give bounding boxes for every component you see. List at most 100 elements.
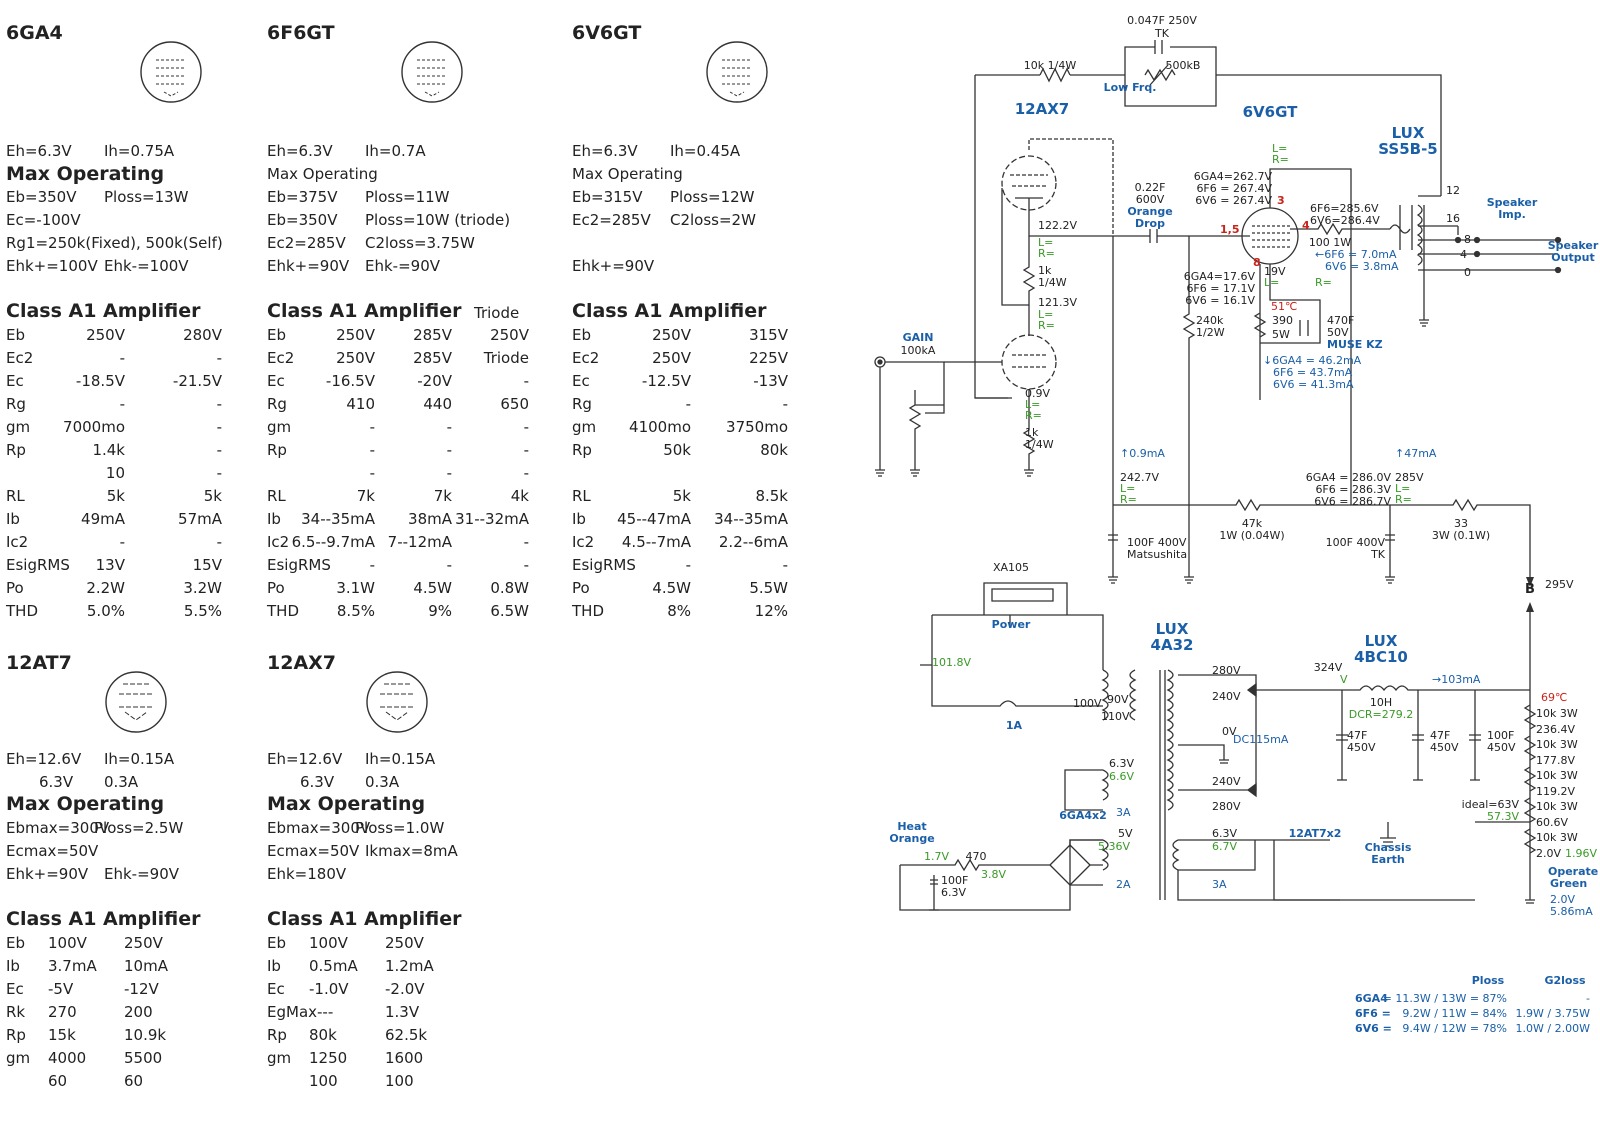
spec-line-value: 0.3A	[104, 773, 139, 791]
schematic-label: B	[1525, 582, 1535, 597]
cell-value: 100	[309, 1072, 338, 1090]
cell-value: 440	[423, 395, 452, 413]
schematic-label: 47k	[1242, 517, 1263, 530]
row-label: Ic2	[572, 533, 595, 551]
cell-value: -18.5V	[75, 372, 125, 390]
tube-name: 12AT7	[6, 652, 72, 674]
schematic-label: 1.7V	[924, 850, 949, 863]
cell-value: -	[216, 441, 222, 459]
cell-value: -	[216, 349, 222, 367]
schematic-label: 240V	[1212, 775, 1241, 788]
cell-value: 7000mo	[63, 418, 125, 436]
cell-value: 1.3V	[385, 1003, 420, 1021]
cell-value: -	[523, 533, 529, 551]
cell-value: -	[369, 441, 375, 459]
spec-line: Max Operating	[267, 793, 426, 815]
spec-line: 6.3V	[39, 773, 74, 791]
tube-name: 6V6GT	[572, 22, 642, 44]
cell-value: -	[216, 418, 222, 436]
schematic-label: 5W	[1272, 328, 1290, 341]
cell-value: 285V	[413, 349, 452, 367]
schematic-label: 177.8V	[1536, 754, 1575, 767]
row-label: Eb	[267, 326, 286, 344]
tube-name: 6F6GT	[267, 22, 335, 44]
row-label: EsigRMS	[267, 556, 331, 574]
cell-value: 200	[124, 1003, 153, 1021]
spec-line: Eh=12.6V	[6, 750, 82, 768]
row-label: Rp	[267, 1026, 287, 1044]
row-label: Rp	[572, 441, 592, 459]
cell-value: -	[369, 464, 375, 482]
schematic-label: SS5B-5	[1378, 140, 1437, 158]
section-title: Class A1 Amplifier	[267, 908, 462, 930]
schematic-label: 324V	[1314, 661, 1343, 674]
ploss-tube: 6F6 =	[1355, 1007, 1391, 1020]
schematic-label: 6V6 = 16.1V	[1185, 294, 1255, 307]
schematic-label: 19V	[1264, 265, 1286, 278]
spec-line-value: C2loss=2W	[670, 211, 756, 229]
cell-value: 0.8W	[490, 579, 529, 597]
spec-line: Ehk+=90V	[267, 257, 350, 275]
schematic-label: 6GA4x2	[1059, 809, 1107, 822]
cell-value: 250V	[86, 326, 125, 344]
schematic-label: Earth	[1371, 853, 1404, 866]
schematic-label: 450V	[1487, 741, 1516, 754]
cell-value: 34--35mA	[301, 510, 375, 528]
schematic-label: 6V6 = 3.8mA	[1325, 260, 1399, 273]
table-row: Ec-5V-12V	[6, 980, 246, 998]
cell-value: -	[216, 533, 222, 551]
row-label: Ec	[267, 372, 285, 390]
spec-line: Ehk=180V	[267, 865, 347, 883]
cell-value: 80k	[760, 441, 788, 459]
section-title: Class A1 Amplifier	[572, 300, 767, 322]
cell-value: 13V	[95, 556, 125, 574]
schematic-label: TK	[1154, 27, 1170, 40]
table-row: Ec-12.5V-13V	[572, 372, 834, 390]
schematic-label: L=	[1038, 236, 1053, 249]
schematic-label: 285V	[1395, 471, 1424, 484]
table-row: Rg--	[572, 395, 834, 413]
schematic-label: 1,5	[1220, 223, 1240, 236]
cell-value: -	[216, 395, 222, 413]
schematic-label: R=	[1025, 409, 1042, 422]
schematic-label: 0	[1464, 266, 1471, 279]
spec-line-value: Ih=0.7A	[365, 142, 426, 160]
cell-value: 2.2--6mA	[718, 533, 788, 551]
schematic-label: 1W (0.04W)	[1219, 529, 1284, 542]
cell-value: 31--32mA	[455, 510, 529, 528]
schematic-label: R=	[1272, 153, 1289, 166]
schematic-label: Orange	[1127, 205, 1172, 218]
schematic-label: 10k 3W	[1536, 800, 1578, 813]
cell-value: 1250	[309, 1049, 348, 1067]
row-label: Ib	[267, 957, 281, 975]
row-label: THD	[267, 602, 299, 620]
spec-line-value: Ih=0.15A	[365, 750, 436, 768]
schematic-label: 0.22F	[1135, 181, 1166, 194]
schematic-label: 6.7V	[1212, 840, 1237, 853]
schematic-label: 240k	[1196, 314, 1224, 327]
cell-value: -5V	[48, 980, 74, 998]
schematic-label: 69℃	[1541, 691, 1567, 704]
spec-line: Ecmax=50V	[6, 842, 99, 860]
cell-value: 225V	[749, 349, 788, 367]
cell-value: -	[523, 464, 529, 482]
schematic-label: 47F	[1347, 729, 1367, 742]
table-row: Ec-16.5V-20V-	[267, 372, 529, 390]
cell-value: 10.9k	[124, 1026, 167, 1044]
table-row: Rg--	[6, 395, 268, 413]
spec-line: Ehk+=90V	[6, 865, 89, 883]
cell-value: -	[119, 349, 125, 367]
schematic-label: 100F 400V	[1326, 536, 1386, 549]
tube-pinout-icon	[401, 41, 463, 103]
schematic-label: V	[1340, 673, 1348, 686]
schematic-label: MUSE KZ	[1327, 338, 1383, 351]
